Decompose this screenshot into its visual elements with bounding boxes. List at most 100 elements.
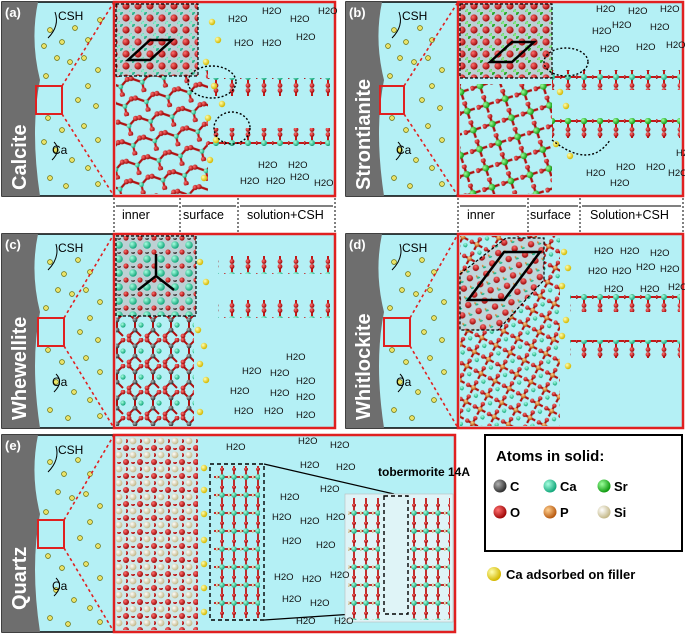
water-molecule-label: H2O <box>318 6 338 17</box>
water-molecule-label: H2O <box>282 536 302 547</box>
panel-a-csh-label: CSH <box>58 9 83 23</box>
inner-crystal <box>460 84 552 194</box>
water-molecule-label: H2O <box>592 26 612 37</box>
water-molecule-label: H2O <box>280 492 300 503</box>
water-molecule-label: H2O <box>296 410 316 421</box>
water-molecule-label: H2O <box>628 6 648 17</box>
water-molecule-label: H2O <box>660 4 680 15</box>
region-solution-label: solution+CSH <box>247 208 324 222</box>
csh-layer-upper <box>552 70 680 90</box>
water-molecule-label: H2O <box>334 616 354 627</box>
panel-d-mineral-name: Whitlockite <box>353 313 375 420</box>
panel-a-letter: (a) <box>5 5 21 20</box>
water-molecule-label: H2O <box>290 14 310 25</box>
water-molecule-label: H2O <box>676 148 685 159</box>
water-molecule-label: H2O <box>650 248 670 259</box>
water-molecule-label: H2O <box>274 572 294 583</box>
water-molecule-label: H2O <box>316 540 336 551</box>
panel-d-csh-label: CSH <box>402 241 427 255</box>
water-molecule-label: H2O <box>286 352 306 363</box>
water-molecule-label: H2O <box>234 38 254 49</box>
water-molecule-label: H2O <box>296 32 316 43</box>
water-molecule-label: H2O <box>266 176 286 187</box>
csh-layer-upper <box>570 294 680 312</box>
tobermorite-layer-left <box>348 498 380 620</box>
region-surface-label: surface <box>530 208 571 222</box>
water-molecule-label: H2O <box>604 284 624 295</box>
unit-cell-outline <box>486 40 538 64</box>
water-molecule-label: H2O <box>270 368 290 379</box>
legend-phosphorus-label: P <box>560 505 569 520</box>
water-molecule-label: H2O <box>300 460 320 471</box>
unit-cell-inset <box>459 3 553 79</box>
panel-e-mineral-name: Quartz <box>9 547 31 610</box>
filler-body <box>2 435 40 632</box>
csh-layer-lower <box>552 118 680 138</box>
water-molecule-label: H2O <box>288 160 308 171</box>
water-molecule-label: H2O <box>640 284 660 295</box>
water-molecule-label: H2O <box>314 178 334 189</box>
zoom-box <box>37 519 65 549</box>
legend-carbon-label: C <box>510 479 520 494</box>
panel-c-csh-label: CSH <box>58 241 83 255</box>
inner-crystal <box>116 316 194 426</box>
panel-labels: (a) CSH Ca Calcite (b) CSH Ca Strontiani… <box>5 5 427 610</box>
water-molecule-label: H2O <box>326 512 346 523</box>
panel-e-ca-label: Ca <box>52 579 68 593</box>
water-molecule-label: H2O <box>588 266 608 277</box>
filler-body <box>2 234 40 428</box>
tobermorite-layer-right <box>410 498 450 620</box>
water-molecule-label: H2O <box>270 388 290 399</box>
panel-e-quartz: tobermorite 14A <box>1 433 470 634</box>
adsorbed-ca <box>552 88 574 160</box>
water-molecule-label: H2O <box>296 392 316 403</box>
water-molecule-label: H2O <box>282 594 302 605</box>
csh-particles <box>41 17 103 189</box>
filler-body <box>346 2 384 196</box>
legend: Atoms in solid: C Ca Sr O P Si Ca adsorb… <box>484 434 683 582</box>
water-molecule-label: H2O <box>650 22 670 33</box>
filler-body <box>2 2 40 196</box>
legend-title: Atoms in solid: <box>496 448 604 465</box>
water-molecule-label: H2O <box>600 44 620 55</box>
region-solution-label: Solution+CSH <box>590 208 669 222</box>
water-molecule-label: H2O <box>258 160 278 171</box>
filler-body <box>346 234 384 428</box>
water-molecule-label: H2O <box>612 20 632 31</box>
water-molecule-label: H2O <box>336 462 356 473</box>
water-molecule-label: H2O <box>666 40 685 51</box>
unit-cell-inset <box>459 237 545 331</box>
water-molecule-label: H2O <box>302 574 322 585</box>
water-molecule-label: H2O <box>242 366 262 377</box>
water-molecule-label: H2O <box>660 264 680 275</box>
water-molecule-label: H2O <box>646 162 666 173</box>
legend-oxygen-label: O <box>510 505 520 520</box>
legend-calcium-label: Ca <box>560 479 577 494</box>
tobermorite-label: tobermorite 14A <box>378 465 470 479</box>
water-molecule-label: H2O <box>226 442 246 453</box>
csh-layer-lower <box>208 128 330 146</box>
water-molecule-label: H2O <box>668 168 685 179</box>
water-molecule-label: H2O <box>636 262 656 273</box>
csh-particles <box>385 25 445 189</box>
legend-adsorbed-ca-label: Ca adsorbed on filler <box>506 567 635 582</box>
region-labels-right: inner surface Solution+CSH <box>457 198 684 232</box>
unit-cell-outline <box>137 254 175 291</box>
adsorbed-ca <box>200 464 208 616</box>
zoom-box <box>379 85 405 115</box>
panel-b-mineral-name: Strontianite <box>353 79 375 190</box>
panel-d-whitlockite <box>345 232 685 430</box>
water-molecule-label: H2O <box>616 162 636 173</box>
legend-phosphorus-swatch <box>543 505 557 519</box>
panel-c-mineral-name: Whewellite <box>9 317 31 420</box>
water-molecule-label: H2O <box>296 616 316 627</box>
water-molecule-label: H2O <box>320 484 340 495</box>
legend-calcium-swatch <box>543 479 557 493</box>
water-molecule-label: H2O <box>594 246 614 257</box>
water-molecule-label: H2O <box>596 4 616 15</box>
legend-silicon-label: Si <box>614 505 626 520</box>
water-molecule-label: H2O <box>612 266 632 277</box>
csh-layer-upper <box>218 256 330 274</box>
panel-e-letter: (e) <box>5 438 21 453</box>
